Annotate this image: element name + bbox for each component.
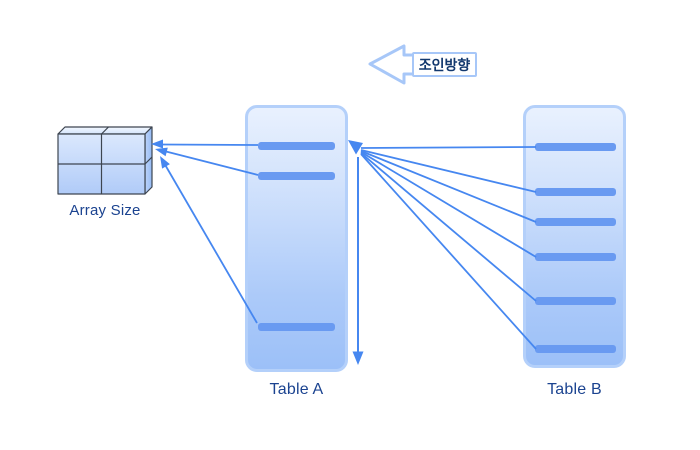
join-direction-text: 조인방향 <box>418 56 471 73</box>
table-b-label: Table B <box>547 381 602 398</box>
table-b-row <box>535 253 616 261</box>
table-b-row <box>535 143 616 151</box>
table-a-panel <box>245 105 348 372</box>
table-a-row <box>258 172 335 180</box>
table-b-row <box>535 188 616 196</box>
table-a-label: Table A <box>269 381 324 398</box>
array-size-cube-icon <box>57 126 153 195</box>
table-b-row <box>535 218 616 226</box>
array-size-label: Array Size <box>69 202 141 219</box>
scan-direction-arrow <box>352 157 364 365</box>
table-b-row <box>535 345 616 353</box>
connector-tablea-rows-to-array <box>151 139 259 324</box>
table-a-row <box>258 323 335 331</box>
join-direction-label: 조인방향 <box>412 52 477 77</box>
table-a-row <box>258 142 335 150</box>
table-b-row <box>535 297 616 305</box>
connector-tableb-rows-to-tablea <box>348 140 537 350</box>
table-b-panel <box>523 105 626 368</box>
